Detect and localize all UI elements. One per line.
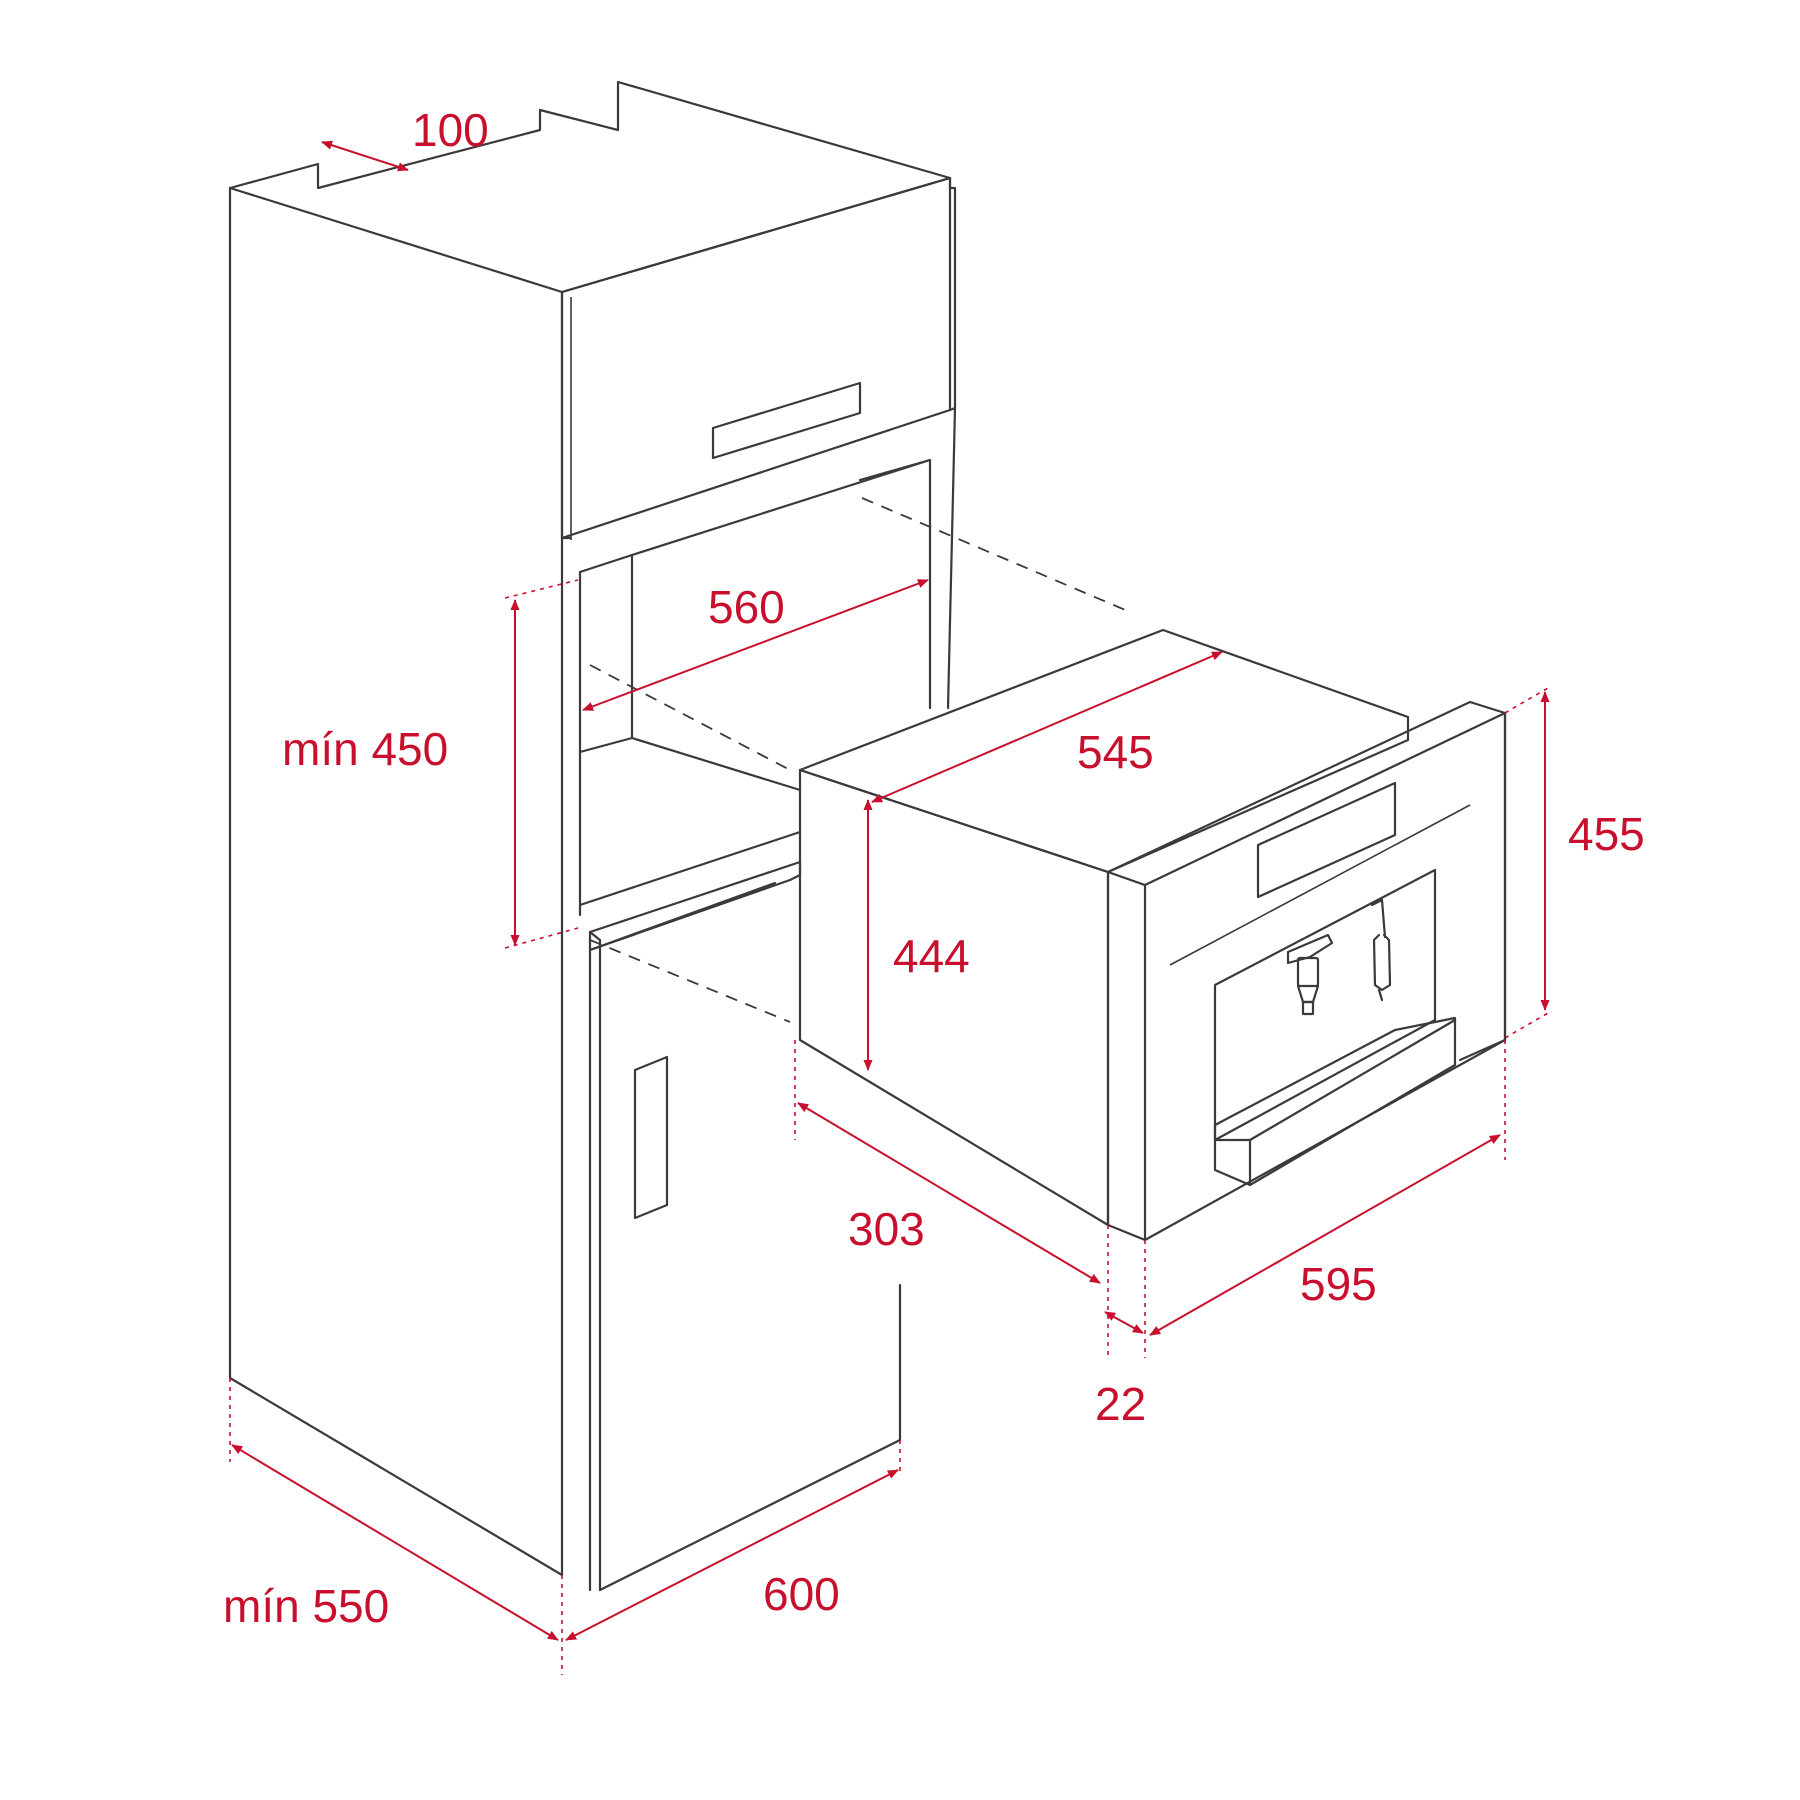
dim-arrow-front-thickness [1104,1311,1144,1334]
label-niche-height: mín 450 [282,723,448,775]
dim-arrow-cabinet-width [565,1469,899,1641]
top-flap [560,176,952,540]
machine-body-side [798,768,1110,1227]
cabinet-top-face [228,80,952,294]
lower-door-panel [588,860,802,1592]
niche-back-frame [578,553,634,754]
dimension-labels: 100 560 mín 450 545 455 444 303 595 22 m… [223,104,1645,1632]
label-cabinet-depth: mín 550 [223,1580,389,1632]
label-appliance-depth: 545 [1077,726,1154,778]
coffee-spout-icon [1286,933,1334,1016]
label-top-offset: 100 [412,104,489,156]
dim-arrow-niche-width [582,579,929,711]
tall-cabinet [228,80,957,1577]
dispensing-recess [1213,868,1437,1142]
control-display [1256,781,1397,899]
label-body-depth: 303 [848,1203,925,1255]
label-body-height: 444 [893,930,970,982]
top-flap-front [560,176,952,540]
label-appliance-height: 455 [1568,808,1645,860]
top-flap-handle[interactable] [711,381,862,460]
dimension-arrows [231,140,1550,1641]
machine-front-frame [1106,700,1507,1242]
label-niche-width: 560 [708,581,785,633]
dim-arrow-cabinet-depth [231,1444,559,1641]
label-front-width: 595 [1300,1258,1377,1310]
dim-arrow-appliance-depth [871,651,1223,803]
label-cabinet-width: 600 [763,1568,840,1620]
niche [560,458,932,917]
dim-arrow-body-depth [797,1102,1101,1284]
label-front-thickness: 22 [1095,1378,1146,1430]
dim-arrow-top-offset [321,140,409,172]
cabinet-left-side [228,186,564,1577]
insertion-guides [589,497,1131,1023]
lower-door-handle[interactable] [633,1055,669,1220]
steam-wand-icon [1370,898,1392,1002]
dim-arrow-front-width [1149,1134,1501,1336]
